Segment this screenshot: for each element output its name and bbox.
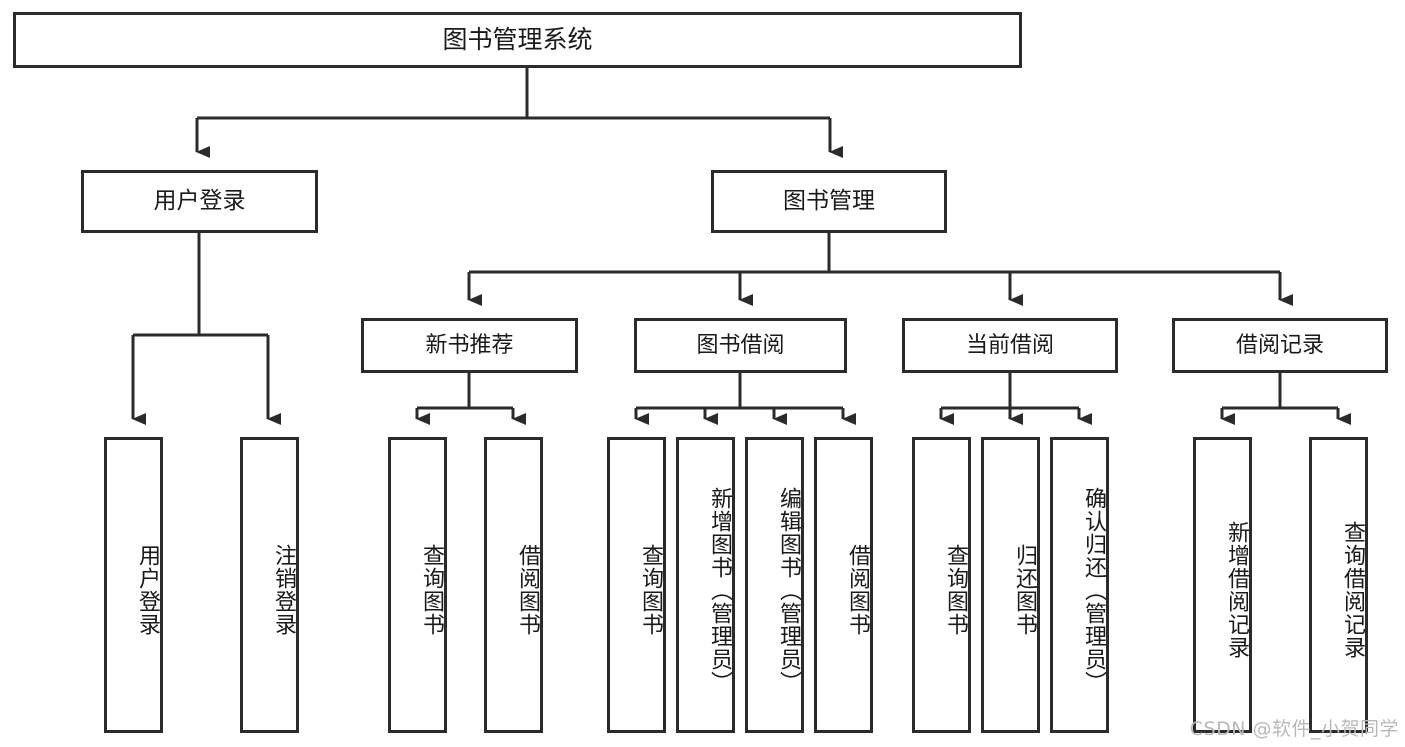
node-book-management[interactable]: 图书管理 <box>711 170 947 233</box>
leaf-user-login-label: 用户登录 <box>135 544 160 636</box>
leaf-borrow-book[interactable]: 借阅图书 <box>814 437 873 733</box>
node-current-borrow[interactable]: 当前借阅 <box>902 318 1118 373</box>
leaf-edit-book-admin[interactable]: 编辑图书（管理员） <box>745 437 804 733</box>
leaf-return-book-label: 归还图书 <box>1012 544 1037 636</box>
leaf-edit-book-admin-label: 编辑图书（管理员） <box>776 486 801 694</box>
leaf-add-book-admin[interactable]: 新增图书（管理员） <box>676 437 735 733</box>
leaf-confirm-return-admin-label: 确认归还（管理员） <box>1081 486 1106 694</box>
node-user-login[interactable]: 用户登录 <box>81 170 318 233</box>
leaf-borrow-book-recommend[interactable]: 借阅图书 <box>484 437 543 733</box>
leaf-add-borrow-record[interactable]: 新增借阅记录 <box>1193 437 1252 733</box>
node-current-borrow-label: 当前借阅 <box>965 332 1054 358</box>
node-borrow-records-label: 借阅记录 <box>1235 332 1324 358</box>
node-borrow-records[interactable]: 借阅记录 <box>1172 318 1388 373</box>
leaf-borrow-book-recommend-label: 借阅图书 <box>515 544 540 636</box>
node-book-management-label: 图书管理 <box>783 187 875 214</box>
leaf-query-book-current-label: 查询图书 <box>943 544 968 636</box>
leaf-query-book-current[interactable]: 查询图书 <box>912 437 971 733</box>
leaf-query-book-borrow-label: 查询图书 <box>638 544 663 636</box>
node-new-book-recommend-label: 新书推荐 <box>425 332 514 358</box>
node-book-borrow[interactable]: 图书借阅 <box>634 318 847 373</box>
leaf-logout[interactable]: 注销登录 <box>240 437 299 733</box>
leaf-user-login[interactable]: 用户登录 <box>104 437 163 733</box>
leaf-add-borrow-record-label: 新增借阅记录 <box>1224 521 1249 659</box>
leaf-query-book-borrow[interactable]: 查询图书 <box>607 437 666 733</box>
leaf-return-book[interactable]: 归还图书 <box>981 437 1040 733</box>
leaf-logout-label: 注销登录 <box>271 544 296 636</box>
node-root[interactable]: 图书管理系统 <box>13 12 1022 68</box>
watermark-text: CSDN @软件_小贺同学 <box>1189 718 1399 740</box>
node-new-book-recommend[interactable]: 新书推荐 <box>361 318 578 373</box>
leaf-query-book-recommend[interactable]: 查询图书 <box>388 437 447 733</box>
leaf-add-book-admin-label: 新增图书（管理员） <box>707 486 732 694</box>
leaf-query-borrow-record[interactable]: 查询借阅记录 <box>1309 437 1368 733</box>
leaf-query-borrow-record-label: 查询借阅记录 <box>1340 521 1365 659</box>
leaf-confirm-return-admin[interactable]: 确认归还（管理员） <box>1050 437 1109 733</box>
node-book-borrow-label: 图书借阅 <box>696 332 785 358</box>
leaf-query-book-recommend-label: 查询图书 <box>419 544 444 636</box>
leaf-borrow-book-label: 借阅图书 <box>845 544 870 636</box>
node-root-label: 图书管理系统 <box>442 25 593 55</box>
node-user-login-label: 用户登录 <box>153 187 246 214</box>
